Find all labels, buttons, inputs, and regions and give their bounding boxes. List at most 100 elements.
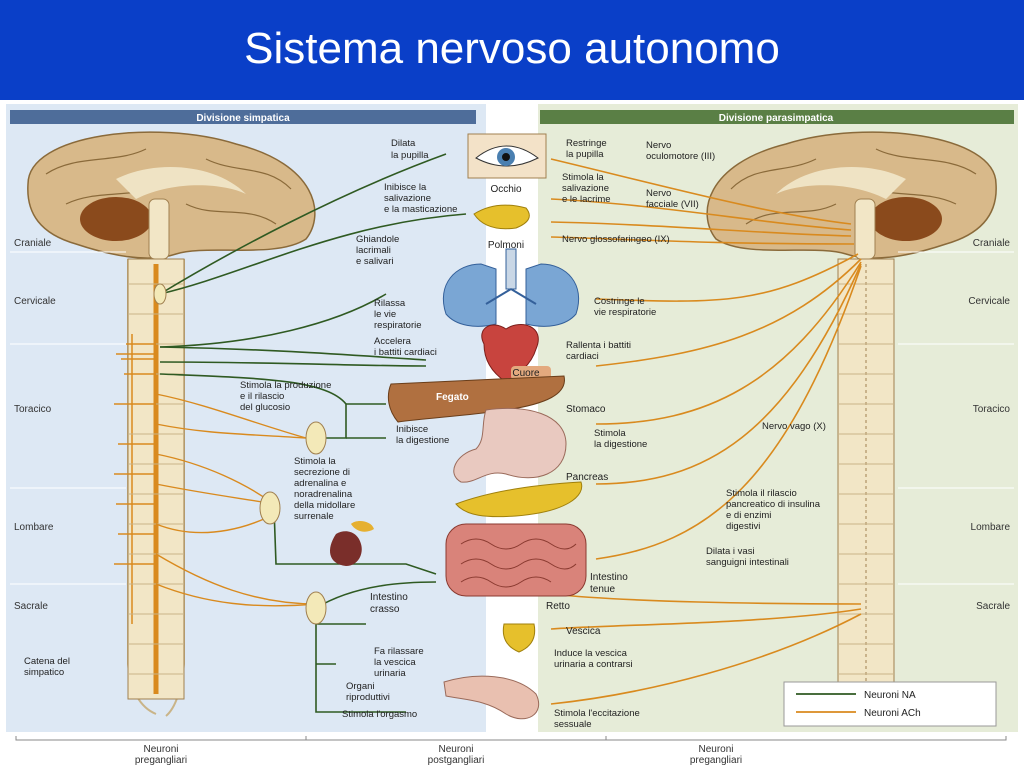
cervical-ganglion [153,283,167,305]
nerve-oculomotor-1: Nervo [646,140,671,151]
sympathetic-header-bar [10,110,476,124]
bottom-strip [6,732,1018,768]
sym-glands-1: Ghiandole [356,234,399,245]
parasympathetic-header-bar [540,110,1014,124]
para-arousal-1: Stimola l'eccitazione [554,708,640,719]
sym-chain-2: simpatico [24,667,64,678]
liver-icon [387,375,565,423]
sym-bladder-3: urinaria [374,668,406,679]
para-bladder-2: urinaria a contrarsi [554,659,633,670]
sym-airways-2: le vie [374,309,396,320]
mesenteric-ganglion [259,491,281,525]
organ-eye: Occhio [490,184,522,195]
organ-liver: Fegato [436,392,469,403]
organ-large-intestine-2: crasso [370,604,400,615]
para-arousal-2: sessuale [554,719,592,730]
sym-saliv-1: Inibisce la [384,182,427,193]
organ-rectum: Retto [546,601,570,612]
salivary-gland-icon [473,204,530,230]
sym-digest-2: la digestione [396,435,449,446]
organ-large-intestine-1: Intestino [370,592,408,603]
na-neuron-lines [159,153,467,713]
level-cervical-right: Cervicale [968,296,1010,307]
organ-small-intestine-2: tenue [590,584,615,595]
sym-eye-1: Dilata [391,138,416,149]
bottom-left-2: pregangliari [135,755,187,766]
level-sacral-left: Sacrale [14,601,48,612]
sym-bladder-2: la vescica [374,657,416,668]
left-brain [27,131,316,259]
para-saliv-1: Stimola la [562,172,604,183]
organ-pancreas: Pancreas [566,472,608,483]
para-airways-1: Costringe le [594,296,645,307]
level-cranial-right: Craniale [973,238,1011,249]
organ-stomach: Stomaco [566,404,606,415]
celiac-ganglion [305,421,327,455]
sym-adrenal-2: secrezione di [294,467,350,478]
bottom-center-2: postgangliari [428,755,485,766]
nerve-oculomotor-2: oculomotore (III) [646,151,715,162]
bottom-brackets [15,736,1007,741]
pancreas-icon [455,481,583,518]
sym-adrenal-5: della midollare [294,500,355,511]
stomach-icon [453,407,567,483]
para-digest-1: Stimola [594,428,626,439]
organ-bladder: Vescica [566,626,601,637]
level-cranial-left: Craniale [14,238,52,249]
para-eye-2: la pupilla [566,149,604,160]
nerve-labels: Nervo oculomotore (III) Nervo facciale (… [562,140,826,432]
nerve-glosso: Nervo glossofaringeo (IX) [562,234,670,245]
heart-icon [481,324,551,383]
ans-diagram-svg: Divisione simpatica Divisione parasimpat… [6,104,1018,768]
sym-repro-1: Organi [346,681,375,692]
sym-glucose-1: Stimola la produzione [240,380,331,391]
left-spine [127,198,185,717]
level-lumbar-left: Lombare [14,522,54,533]
nerve-vagus: Nervo vago (X) [762,421,826,432]
para-airways-2: vie respiratorie [594,307,656,318]
para-pancreas-2: pancreatico di insulina [726,499,821,510]
para-bladder-1: Induce la vescica [554,648,628,659]
title-bar: Sistema nervoso autonomo [0,0,1024,100]
para-saliv-3: e le lacrime [562,194,611,205]
eye-icon [467,133,547,179]
slide-title: Sistema nervoso autonomo [244,24,780,73]
sym-heart-2: i battiti cardiaci [374,347,437,358]
lungs-icon [442,248,580,327]
sym-bladder-1: Fa rilassare [374,646,424,657]
bottom-center-1: Neuroni [438,744,473,755]
nerve-facial-1: Nervo [646,188,671,199]
sym-heart-1: Accelera [374,336,412,347]
para-vessels-1: Dilata i vasi [706,546,755,557]
level-cervical-left: Cervicale [14,296,56,307]
legend-ach: Neuroni ACh [864,708,921,719]
legend: Neuroni NA Neuroni ACh [783,681,997,727]
level-lumbar-right: Lombare [971,522,1011,533]
right-brain [706,131,997,259]
para-pancreas-3: e di enzimi [726,510,771,521]
para-heart-2: cardiaci [566,351,599,362]
sym-airways-1: Rilassa [374,298,406,309]
para-ach-lines [550,158,862,705]
bottom-right-2: pregangliari [690,755,742,766]
para-saliv-2: salivazione [562,183,609,194]
sym-eye-2: la pupilla [391,150,429,161]
right-spine [837,198,895,700]
para-heart-1: Rallenta i battiti [566,340,631,351]
level-thoracic-right: Toracico [973,404,1011,415]
sym-glucose-3: del glucosio [240,402,290,413]
sym-glands-3: e salivari [356,256,394,267]
bottom-right-1: Neuroni [698,744,733,755]
sym-orgasm: Stimola l'orgasmo [342,709,417,720]
repro-organ-icon [443,675,540,720]
organ-heart: Cuore [512,368,540,379]
kidney-icon [330,521,374,566]
sympathetic-labels: Dilata la pupilla Inibisce la salivazion… [24,138,457,720]
para-digest-2: la digestione [594,439,647,450]
sym-glucose-2: e il rilascio [240,391,284,402]
parasympathetic-labels: Restringe la pupilla Stimola la salivazi… [554,138,821,730]
bottom-left-1: Neuroni [143,744,178,755]
sym-adrenal-1: Stimola la [294,456,336,467]
ans-diagram: Divisione simpatica Divisione parasimpat… [6,104,1018,768]
sym-saliv-3: e la masticazione [384,204,457,215]
